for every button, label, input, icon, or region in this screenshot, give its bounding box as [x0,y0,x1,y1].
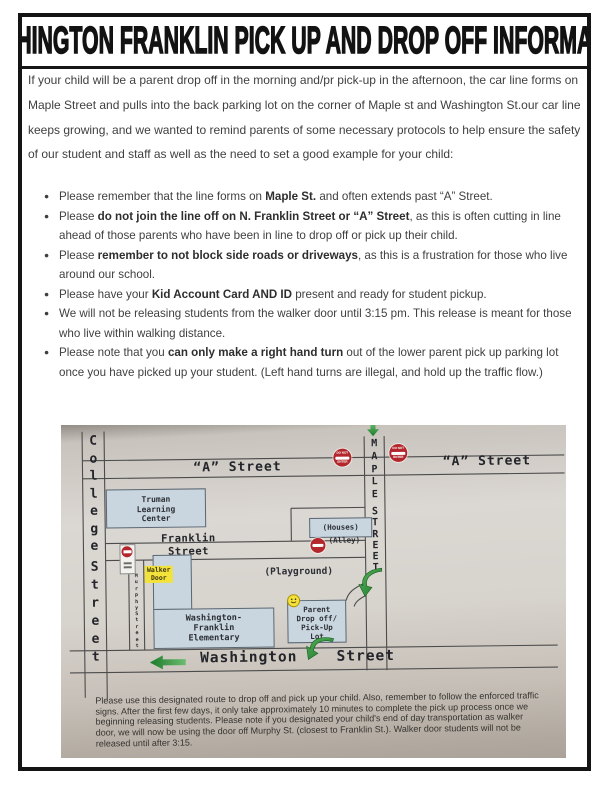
school-line3: Elementary [188,632,240,644]
street-letter: e [90,538,99,554]
bullet-item: Please do not join the line off on N. Fr… [28,207,580,246]
street-letter: P [371,463,378,475]
street-letter: e [89,503,98,519]
truman-learning-center: Truman Learning Center [105,488,207,529]
do-not-enter-sign-a-right: DO NOT ENTER [389,443,408,463]
washington-street-word1: Washington [200,649,298,667]
bullet-item: Please remember to not block side roads … [28,246,580,285]
bullet-item: Please have your Kid Account Card AND ID… [28,285,580,305]
bullet-bold-text: Kid Account Card AND ID [151,287,293,301]
bullet-bold-text: remember to not block side roads or driv… [97,248,358,262]
alley-label: (Alley) [328,535,361,545]
bullet-text: , as this is often cutting in line ahead… [59,209,561,243]
walker-line2: Door [150,573,167,582]
do-not-enter-sign-alley [310,537,326,554]
sign-smudge [123,566,132,568]
bullet-text: Please [59,209,98,223]
lot-exit-arrow-icon [306,637,335,661]
washington-street-word2: Street [336,648,396,665]
bullet-text: , as this is a frustration for those who… [59,248,568,282]
washington-direction-arrow-icon [149,655,186,670]
bullet-text: present and ready for student pickup. [292,287,487,301]
intro-paragraph: If your child will be a parent drop off … [28,73,581,162]
street-letter: l [89,468,98,484]
a-street-label-right: “A” Street [442,453,532,470]
street-letter: E [371,489,378,501]
title-band: WASHINGTON FRANKLIN PICK UP AND DROP OFF… [22,17,587,69]
bullet-list: Please remember that the line forms on M… [28,187,580,382]
street-letter: L [371,476,378,488]
bullet-item: Please note that you can only make a rig… [28,343,580,382]
bullet-item: Please remember that the line forms on M… [28,187,580,207]
street-letter: r [91,595,100,611]
playground-label: (Playground) [264,565,334,578]
do-not-enter-sign-a-left: DO NOT ENTER [333,448,352,467]
street-letter: l [89,486,98,502]
street-letter: t [90,577,99,593]
washington-franklin-elementary: Washington- Franklin Elementary [153,607,275,649]
sign-text-top: DO NOT [392,445,405,451]
franklin-word1: Franklin [160,532,216,545]
page-title: WASHINGTON FRANKLIN PICK UP AND DROP OFF… [22,19,587,63]
bullet-item: We will not be releasing students from t… [28,304,580,343]
street-letter: o [89,451,98,467]
sign-smudge [123,562,132,564]
smiley-face-icon [287,594,301,608]
a-street-label-left: “A” Street [193,459,282,476]
bullet-text: Please note that you [59,346,168,359]
street-letter: A [371,451,378,463]
truman-line3: Center [141,513,171,524]
street-letter: E [372,551,379,563]
bullet-text: out of the lower parent pick up parking … [59,346,559,379]
street-letter: M [371,438,378,450]
street-letter: E [372,540,379,552]
sign-text-bottom: ENTER [337,459,348,464]
bullet-text: Please remember that the line forms on [59,190,266,203]
street-letter: t [91,649,100,665]
street-letter: e [91,631,100,647]
lot-line2: Drop off/ [296,613,338,624]
street-letter: S [371,506,379,518]
murphy-no-entry-sign [119,544,136,575]
bullet-bold-text: Maple St. [265,190,317,203]
sign-bar [312,543,324,548]
bullet-bold-text: can only make a right hand turn [167,346,344,359]
sign-text-bottom: ENTER [393,454,404,460]
driveway-turn-arrow-icon [358,567,383,597]
bullet-text: and often extends past “A” Street. [316,190,493,203]
map-caption: Please use this designated route to drop… [95,690,539,749]
bullet-text: Please have your [59,287,152,301]
sign-text-top: DO NOT [336,450,349,455]
street-letter: S [90,559,99,575]
street-lines [69,431,565,700]
walker-door-label: Walker Door [144,565,173,584]
bullet-text: Please [59,248,98,262]
street-letter: g [90,521,99,537]
bullet-bold-text: do not join the line off on N. Franklin … [97,209,410,223]
no-entry-icon [121,546,133,558]
street-letter: e [91,613,100,629]
street-letter: C [89,433,98,449]
bullet-text: We will not be releasing students from t… [59,307,572,340]
page-border-frame: WASHINGTON FRANKLIN PICK UP AND DROP OFF… [18,13,591,771]
maple-entry-arrow-icon [367,425,380,437]
street-letter: t [135,643,139,650]
